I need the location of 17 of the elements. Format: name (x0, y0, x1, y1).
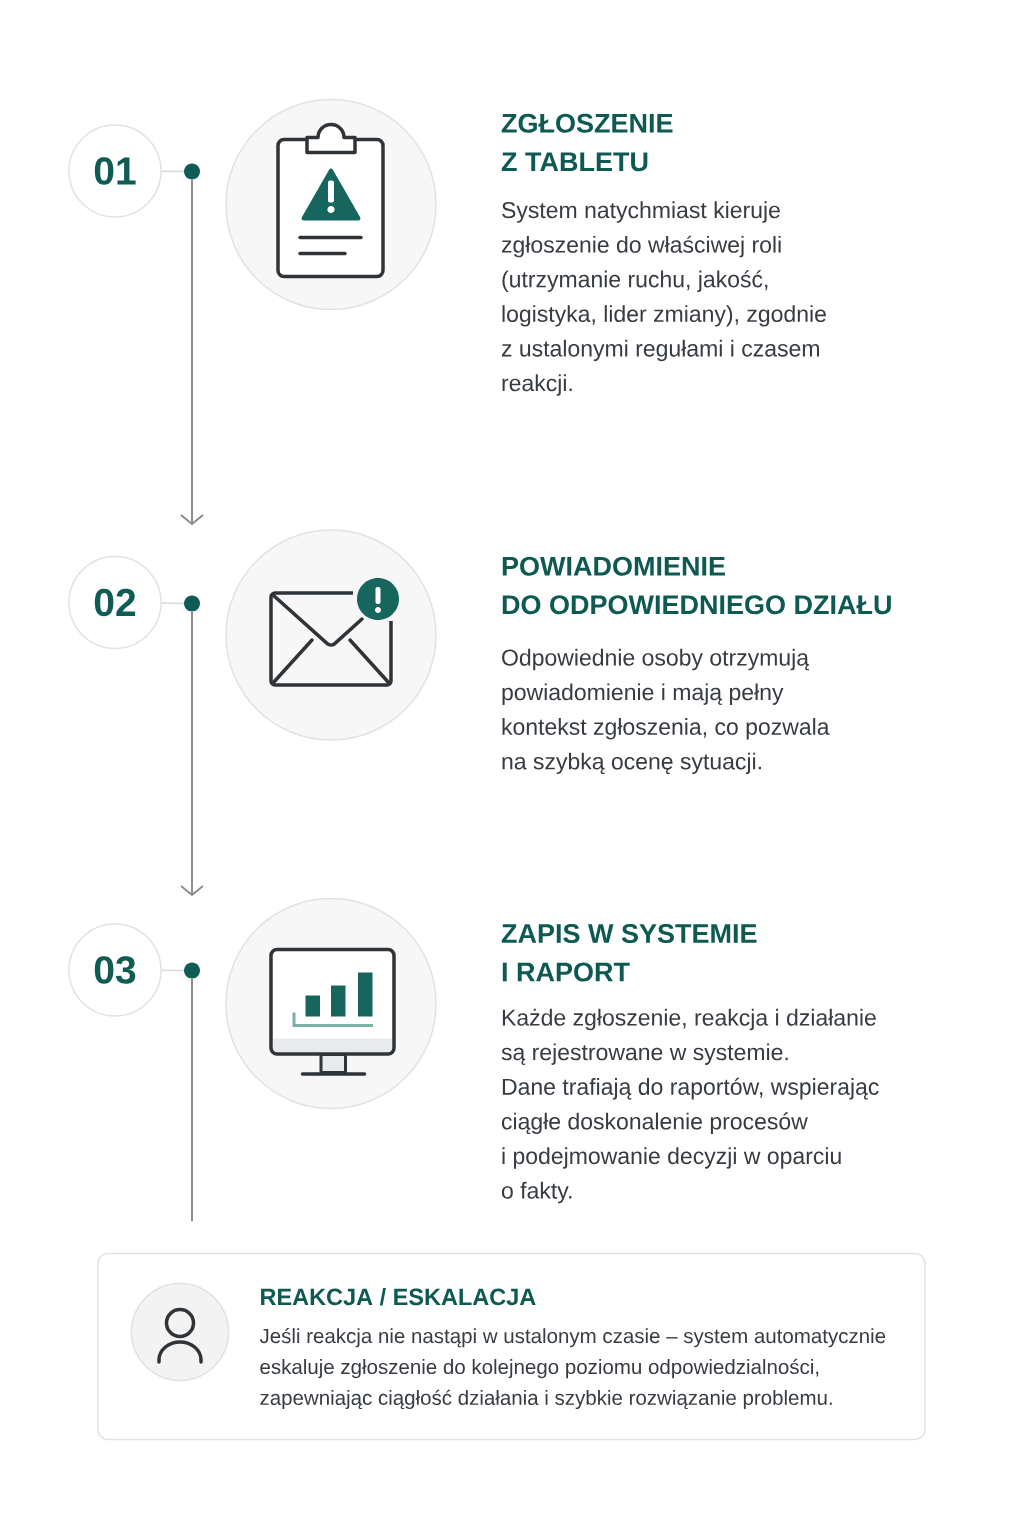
connector-line (161, 602, 185, 605)
card-text: Jeśli reakcja nie nastąpi w ustalonym czasie – system automatycznie eskaluje zgłoszenie do kolejnego poziomu odpowiedzialności, zapewniając ciągłość działania i szybkie rozwiązanie problemu. (259, 1327, 886, 1410)
step-title: ZAPIS W SYSTEMIE I RAPORT (501, 923, 757, 982)
timeline-dot (184, 595, 200, 612)
card-title: REAKCJA / ESKALACJA (261, 1288, 536, 1306)
step-text: Odpowiednie osoby otrzymują powiadomienie i mają pełny kontekst zgłoszenia, co pozwala na szybką ocenę sytuacji. (502, 648, 830, 775)
step-text: System natychmiast kieruje zgłoszenie do właściwej roli (utrzymanie ruchu, jakość, logistyka, lider zmiany), zgodnie z ustalonymi regułami i czasem reakcji. (501, 201, 826, 396)
step-text: Każde zgłoszenie, reakcja i działanie są rejestrowane w systemie. Dane trafiają do raportów, wspierając ciągłe doskonalenie procesów i podejmowanie decyzji w oparciu o fakty. (501, 1008, 879, 1204)
connector-line (161, 969, 185, 972)
timeline-dot (184, 962, 200, 979)
arrow (180, 178, 204, 526)
step-title: ZGŁOSZENIE Z TABLETU (501, 113, 673, 172)
connector-line (191, 977, 193, 1223)
connector-line (161, 170, 185, 173)
arrow (180, 610, 204, 897)
timeline-dot (184, 163, 200, 180)
step-title: POWIADOMIENIE DO ODPOWIEDNIEGO DZIAŁU (502, 556, 891, 615)
